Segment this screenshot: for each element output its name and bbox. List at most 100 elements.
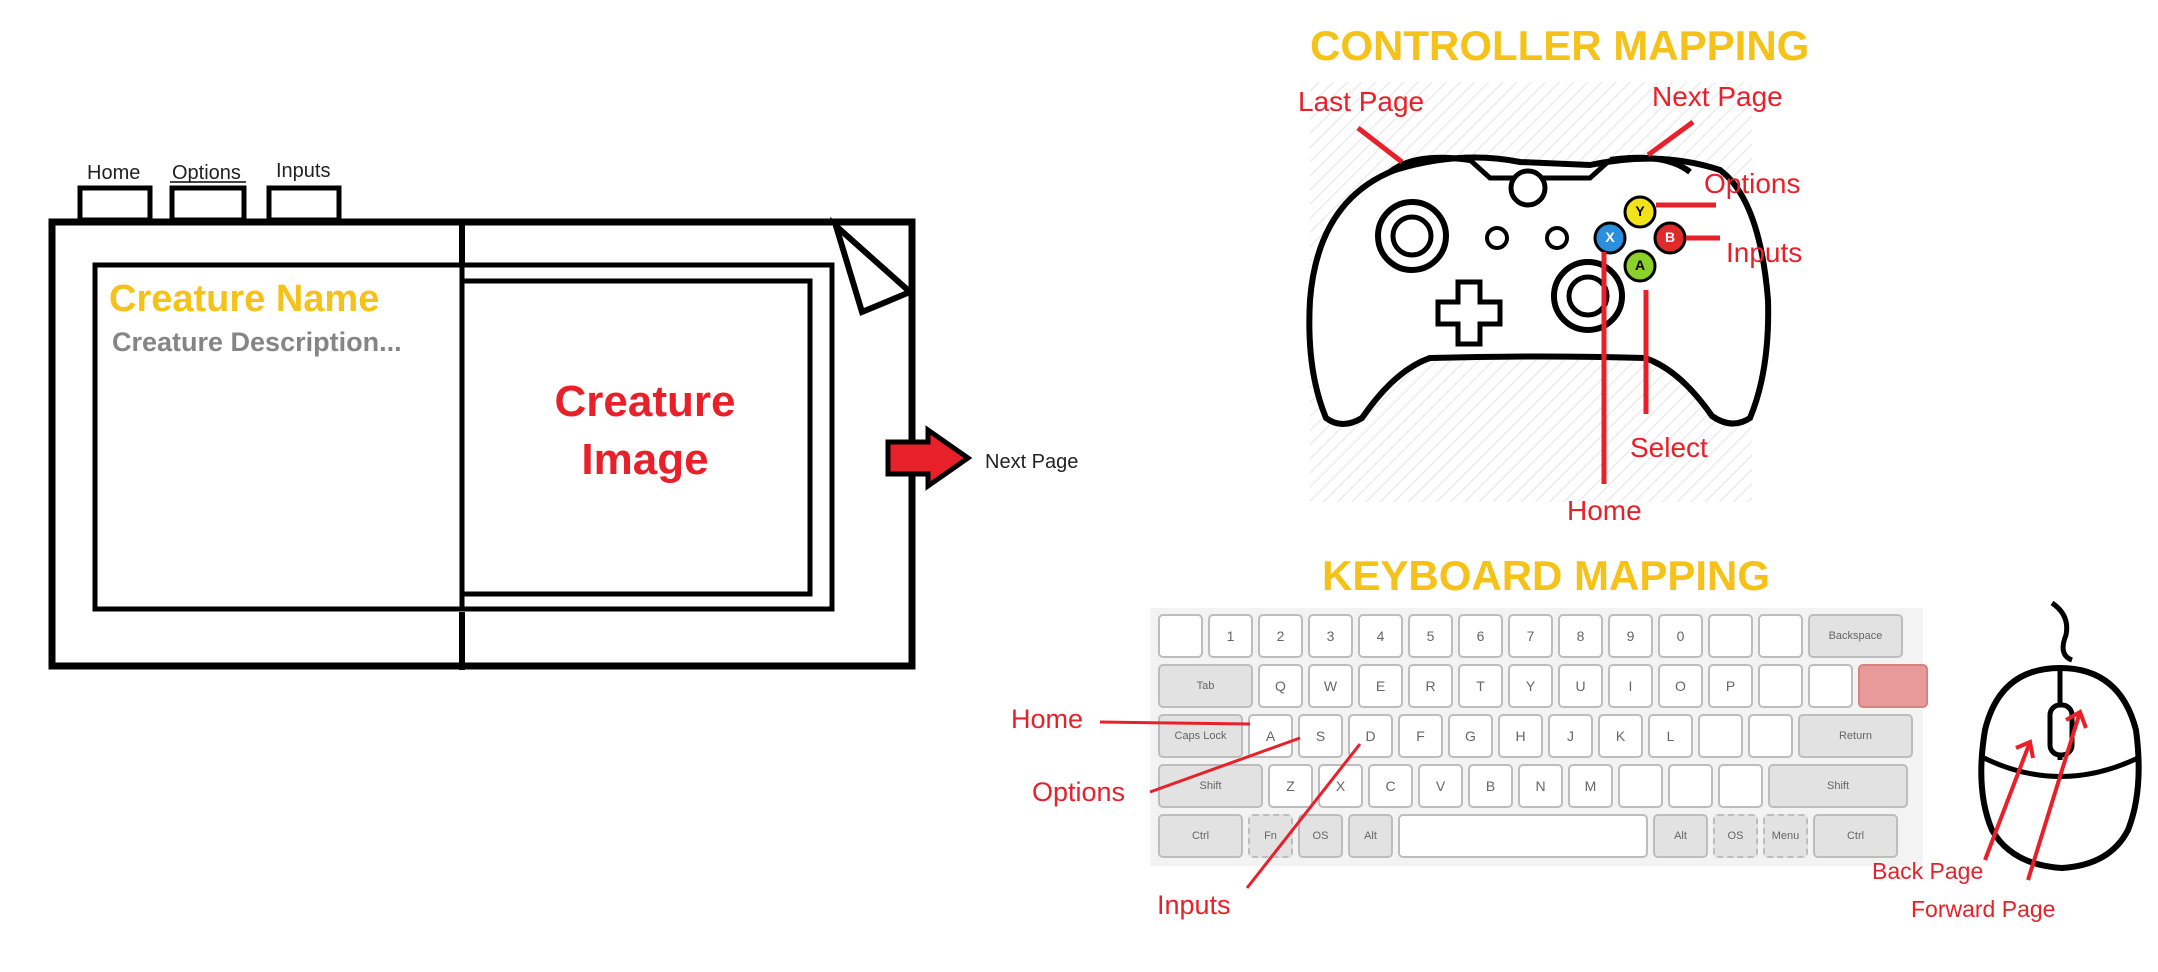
a-button-label: A [1634,257,1646,273]
key-blank[interactable] [1158,614,1203,658]
key-d[interactable]: D [1348,714,1393,758]
mouse-callout-lines [1983,709,2088,881]
creature-image-placeholder: Creature Image [520,373,770,489]
dpad[interactable] [1435,279,1503,347]
xbox-logo-icon[interactable] [1508,168,1548,208]
key-j[interactable]: J [1548,714,1593,758]
y-button[interactable] [1623,195,1657,229]
key-c[interactable]: C [1368,764,1413,808]
last-page-label: Last Page [1298,86,1425,117]
key-os[interactable]: OS [1298,814,1343,858]
controller-select-label: Select [1630,432,1708,463]
key-9[interactable]: 9 [1608,614,1653,658]
key-shift[interactable]: Shift [1768,764,1908,808]
key-q[interactable]: Q [1258,664,1303,708]
tab-home-label[interactable]: Home [87,162,141,184]
key-blank[interactable] [1758,664,1803,708]
key-ctrl[interactable]: Ctrl [1813,814,1898,858]
back-page-label: Back Page [1872,858,1984,884]
key-blank[interactable] [1698,714,1743,758]
key-blank[interactable] [1708,614,1753,658]
key-blank[interactable] [1748,714,1793,758]
key-caps-lock[interactable]: Caps Lock [1158,714,1243,758]
key-v[interactable]: V [1418,764,1463,808]
x-button[interactable] [1593,221,1627,255]
b-button[interactable] [1653,221,1687,255]
key-e[interactable]: E [1358,664,1403,708]
key-1[interactable]: 1 [1208,614,1253,658]
y-button-label: Y [1635,203,1645,219]
left-bumper[interactable] [1388,154,1471,175]
controller-mapping-title: CONTROLLER MAPPING [1310,22,1810,69]
key-i[interactable]: I [1608,664,1653,708]
tab-inputs-label[interactable]: Inputs [276,160,331,182]
creature-image-text: Creature Image [554,377,736,484]
key-fn[interactable]: Fn [1248,814,1293,858]
key-0[interactable]: 0 [1658,614,1703,658]
key-p[interactable]: P [1708,664,1753,708]
x-button-label: X [1605,229,1615,245]
key-blank[interactable] [1398,814,1648,858]
controller-next-page-label: Next Page [1652,81,1783,112]
a-button[interactable] [1623,249,1657,283]
key-3[interactable]: 3 [1308,614,1353,658]
key-4[interactable]: 4 [1358,614,1403,658]
key-a[interactable]: A [1248,714,1293,758]
key-b[interactable]: B [1468,764,1513,808]
key-r[interactable]: R [1408,664,1453,708]
creature-image-frame [459,278,813,597]
key-2[interactable]: 2 [1258,614,1303,658]
key-ctrl[interactable]: Ctrl [1158,814,1243,858]
key-alt[interactable]: Alt [1653,814,1708,858]
key-6[interactable]: 6 [1458,614,1503,658]
key-blank[interactable] [1668,764,1713,808]
key-s[interactable]: S [1298,714,1343,758]
key-k[interactable]: K [1598,714,1643,758]
key-7[interactable]: 7 [1508,614,1553,658]
key-t[interactable]: T [1458,664,1503,708]
next-page-label: Next Page [985,451,1079,473]
key-n[interactable]: N [1518,764,1563,808]
key-blank[interactable] [1758,614,1803,658]
key-backspace[interactable]: Backspace [1808,614,1903,658]
key-y[interactable]: Y [1508,664,1553,708]
controller-inputs-label: Inputs [1726,237,1803,268]
key-5[interactable]: 5 [1408,614,1453,658]
key-w[interactable]: W [1308,664,1353,708]
key-os[interactable]: OS [1713,814,1758,858]
menu-button[interactable] [1545,226,1569,250]
next-page-arrow-icon[interactable] [885,425,973,491]
key-l[interactable]: L [1648,714,1693,758]
creature-name: Creature Name [109,278,380,320]
creature-description: Creature Description... [112,327,402,357]
key-menu[interactable]: Menu [1763,814,1808,858]
key-tab[interactable]: Tab [1158,664,1253,708]
keyboard-mapping-title: KEYBOARD MAPPING [1322,552,1771,599]
mouse-body [1978,664,2142,872]
view-button[interactable] [1485,226,1509,250]
key-blank[interactable] [1618,764,1663,808]
key-blank[interactable] [1718,764,1763,808]
right-bumper[interactable] [1609,154,1692,175]
tab-options-label[interactable]: Options [172,162,241,184]
key-blank[interactable] [1808,664,1853,708]
controller-callout-lines [1356,119,1720,484]
b-button-label: B [1664,229,1676,245]
page-curl-corner[interactable] [830,216,916,317]
key-blank[interactable] [1858,664,1928,708]
forward-page-label: Forward Page [1911,896,2056,922]
key-f[interactable]: F [1398,714,1443,758]
key-o[interactable]: O [1658,664,1703,708]
key-h[interactable]: H [1498,714,1543,758]
key-u[interactable]: U [1558,664,1603,708]
key-z[interactable]: Z [1268,764,1313,808]
key-m[interactable]: M [1568,764,1613,808]
key-return[interactable]: Return [1798,714,1913,758]
key-alt[interactable]: Alt [1348,814,1393,858]
key-8[interactable]: 8 [1558,614,1603,658]
key-g[interactable]: G [1448,714,1493,758]
